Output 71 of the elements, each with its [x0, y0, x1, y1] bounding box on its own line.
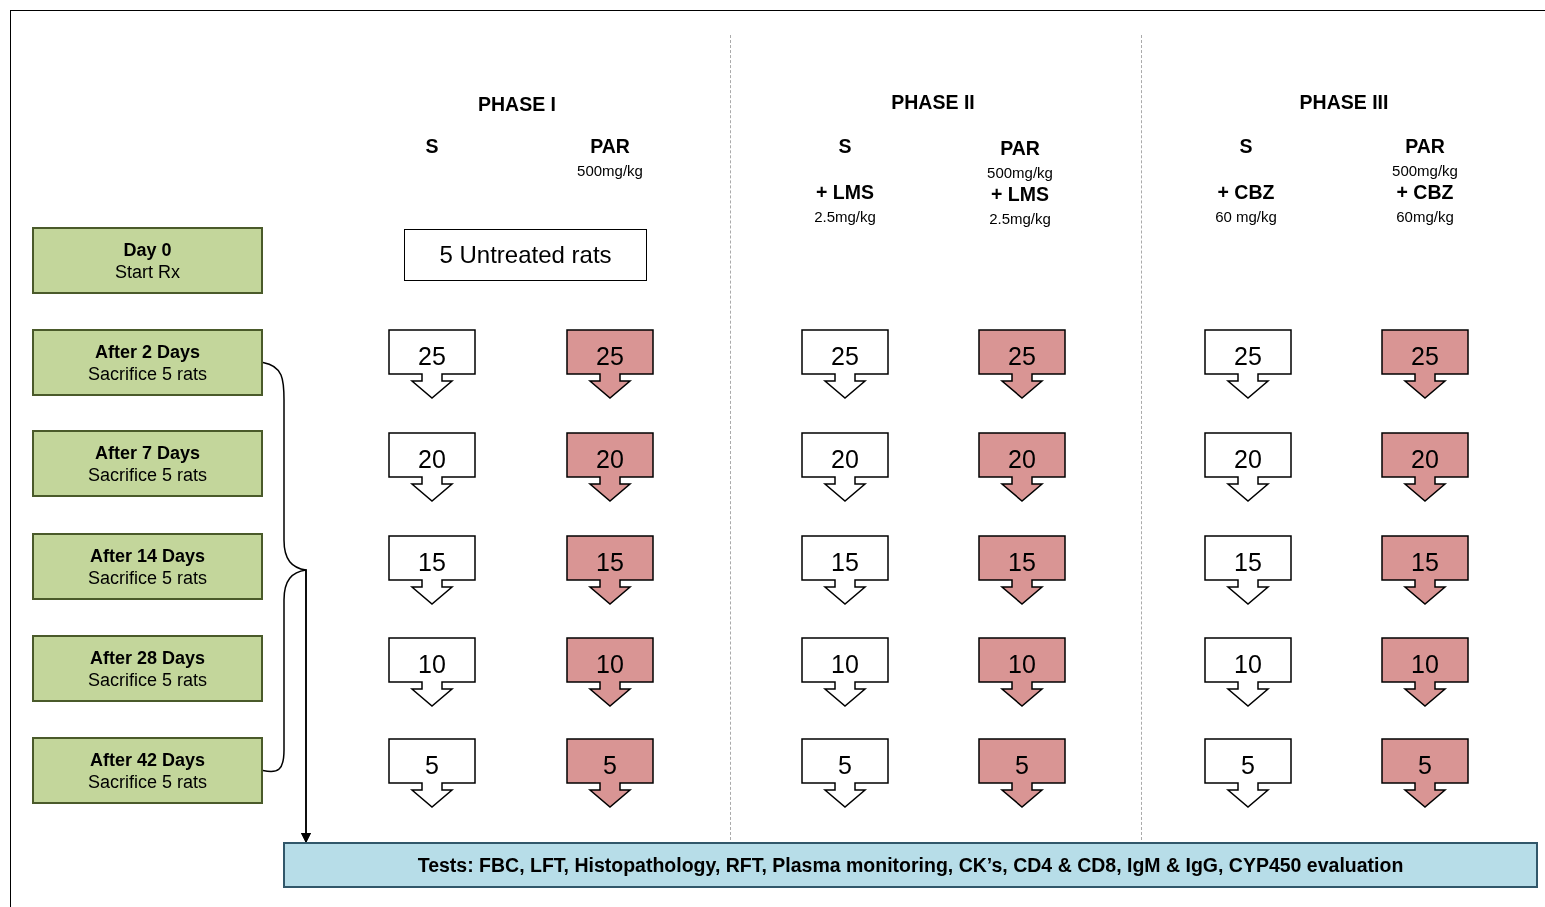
rat-count: 15 [1233, 547, 1263, 577]
group-label: + CBZ [1396, 180, 1454, 204]
timepoint-heading: After 14 Days [89, 544, 206, 567]
group-label: S [838, 134, 852, 158]
rat-count: 25 [830, 341, 860, 371]
timepoint-box [32, 533, 263, 600]
group-label: S [1239, 134, 1253, 158]
timepoint-box [32, 227, 263, 294]
timepoint-heading: After 7 Days [94, 441, 200, 464]
dose-label: 500mg/kg [987, 163, 1053, 181]
rat-count: 15 [1410, 547, 1440, 577]
rat-count: 10 [1410, 649, 1440, 679]
group-label: + LMS [991, 182, 1049, 206]
group-label: + LMS [816, 180, 874, 204]
timepoint-note: Sacrifice 5 rats [87, 770, 207, 793]
rat-count: 10 [1233, 649, 1263, 679]
dose-label: 500mg/kg [577, 161, 643, 179]
timepoint-box [32, 430, 263, 497]
rat-count: 15 [1007, 547, 1037, 577]
timepoint-heading: After 28 Days [89, 646, 206, 669]
rat-count: 15 [417, 547, 447, 577]
dose-label: 60mg/kg [1396, 207, 1454, 225]
timepoint-note: Sacrifice 5 rats [87, 566, 207, 589]
timepoint-heading: Day 0 [123, 238, 172, 261]
phase-heading: PHASE III [1299, 90, 1389, 114]
rat-count: 25 [1410, 341, 1440, 371]
group-label: S [425, 134, 439, 158]
rat-count: 10 [417, 649, 447, 679]
group-label: PAR [590, 134, 630, 158]
timepoint-note: Sacrifice 5 rats [87, 362, 207, 385]
timepoint-note: Start Rx [115, 260, 180, 283]
rat-count: 20 [830, 444, 860, 474]
timepoint-box [32, 635, 263, 702]
rat-count: 5 [1240, 750, 1256, 780]
rat-count: 10 [1007, 649, 1037, 679]
timepoint-note: Sacrifice 5 rats [87, 668, 207, 691]
timepoint-box [32, 329, 263, 396]
rat-count: 10 [595, 649, 625, 679]
rat-count: 5 [602, 750, 618, 780]
rat-count: 25 [1007, 341, 1037, 371]
timepoint-heading: After 42 Days [89, 748, 206, 771]
rat-count: 20 [417, 444, 447, 474]
tests-bar: Tests: FBC, LFT, Histopathology, RFT, Plasma monitoring, CK’s, CD4 & CD8, IgM & IgG, CYP450 evaluation [283, 842, 1538, 888]
dose-label: 60 mg/kg [1215, 207, 1277, 225]
bracket-arrow [262, 569, 312, 844]
rat-count: 25 [1233, 341, 1263, 371]
timepoint-heading: After 2 Days [94, 340, 200, 363]
rat-count: 20 [1410, 444, 1440, 474]
timepoint-note: Sacrifice 5 rats [87, 463, 207, 486]
rat-count: 20 [1007, 444, 1037, 474]
rat-count: 25 [417, 341, 447, 371]
group-label: PAR [1405, 134, 1445, 158]
rat-count: 10 [830, 649, 860, 679]
rat-count: 15 [595, 547, 625, 577]
group-label: PAR [1000, 136, 1040, 160]
phase-heading: PHASE I [478, 92, 556, 116]
phase-heading: PHASE II [891, 90, 975, 114]
dose-label: 2.5mg/kg [814, 207, 876, 225]
rat-count: 5 [424, 750, 440, 780]
rat-count: 5 [837, 750, 853, 780]
dose-label: 500mg/kg [1392, 161, 1458, 179]
rat-count: 5 [1417, 750, 1433, 780]
rat-count: 15 [830, 547, 860, 577]
rat-count: 20 [595, 444, 625, 474]
timepoint-box [32, 737, 263, 804]
rat-count: 20 [1233, 444, 1263, 474]
group-box: 5 Untreated rats [404, 229, 647, 281]
rat-count: 5 [1014, 750, 1030, 780]
dose-label: 2.5mg/kg [989, 209, 1051, 227]
rat-count: 25 [595, 341, 625, 371]
group-label: + CBZ [1217, 180, 1275, 204]
